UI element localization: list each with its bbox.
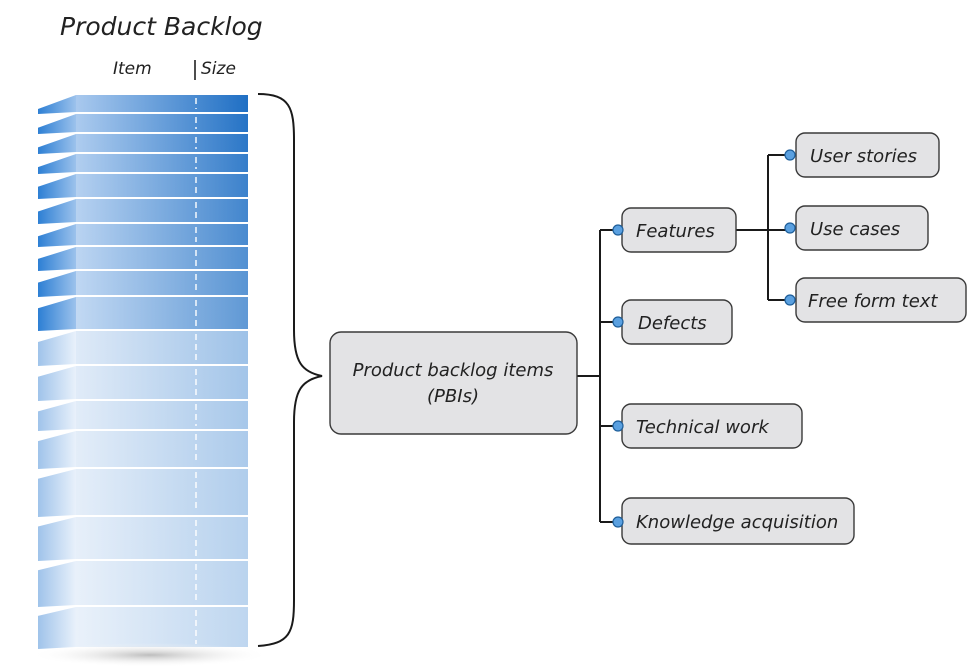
backlog-item-row: [76, 114, 248, 132]
port-defects: [612, 316, 624, 328]
backlog-item-side: [38, 366, 76, 401]
port-technical-work: [612, 420, 624, 432]
backlog-item-row: [76, 247, 248, 269]
backlog-item-side: [38, 401, 76, 431]
backlog-item-row: [76, 331, 248, 364]
grouping-brace: [257, 93, 323, 647]
user-stories-label: User stories: [810, 146, 917, 167]
port-knowledge-acquisition: [612, 516, 624, 528]
backlog-item-side: [38, 114, 76, 134]
backlog-item-side: [38, 331, 76, 366]
port-user-stories: [784, 149, 796, 161]
connection-ports: [612, 149, 796, 528]
backlog-item-row: [76, 174, 248, 197]
backlog-item-side: [38, 607, 76, 649]
features-label: Features: [636, 221, 715, 242]
backlog-item-side: [38, 469, 76, 517]
backlog-stack: [38, 95, 248, 649]
root-label-line1: Product backlog items: [353, 360, 554, 381]
port-use-cases: [784, 222, 796, 234]
backlog-item-row: [76, 154, 248, 172]
backlog-item-row: [76, 366, 248, 399]
free-form-text-label: Free form text: [808, 291, 938, 312]
backlog-item-row: [76, 199, 248, 222]
stack-shadow: [30, 643, 270, 667]
column-item-label: Item: [113, 59, 152, 79]
root-label-line2: (PBIs): [427, 386, 479, 407]
backlog-item-side: [38, 431, 76, 469]
backlog-item-side: [38, 224, 76, 247]
backlog-item-side: [38, 95, 76, 114]
backlog-item-side: [38, 154, 76, 174]
node-knowledge-acquisition: Knowledge acquisition: [621, 497, 855, 545]
backlog-item-row: [76, 607, 248, 647]
backlog-item-side: [38, 199, 76, 224]
backlog-item-side: [38, 134, 76, 154]
port-free-form-text: [784, 294, 796, 306]
backlog-item-row: [76, 517, 248, 559]
knowledge-acquisition-label: Knowledge acquisition: [636, 512, 838, 533]
backlog-item-row: [76, 95, 248, 112]
backlog-item-side: [38, 271, 76, 297]
backlog-item-side: [38, 174, 76, 199]
technical-work-label: Technical work: [636, 417, 770, 438]
backlog-title: Product Backlog: [60, 12, 263, 41]
node-free-form-text: Free form text: [795, 277, 967, 323]
backlog-item-side: [38, 247, 76, 271]
backlog-item-row: [76, 134, 248, 152]
node-features: Features: [621, 207, 737, 253]
node-use-cases: Use cases: [795, 205, 929, 251]
backlog-item-row: [76, 469, 248, 515]
backlog-item-row: [76, 271, 248, 295]
node-product-backlog-items: Product backlog items (PBIs): [329, 331, 578, 435]
backlog-item-row: [76, 431, 248, 467]
defects-label: Defects: [638, 313, 707, 334]
backlog-item-row: [76, 224, 248, 245]
backlog-item-side: [38, 561, 76, 607]
backlog-item-row: [76, 401, 248, 429]
port-features: [612, 224, 624, 236]
backlog-item-side: [38, 297, 76, 331]
column-size-label: Size: [201, 59, 236, 79]
backlog-item-row: [76, 297, 248, 329]
use-cases-label: Use cases: [810, 219, 900, 240]
backlog-item-side: [38, 517, 76, 561]
node-user-stories: User stories: [795, 132, 940, 178]
node-technical-work: Technical work: [621, 403, 803, 449]
node-defects: Defects: [621, 299, 733, 345]
backlog-item-row: [76, 561, 248, 605]
